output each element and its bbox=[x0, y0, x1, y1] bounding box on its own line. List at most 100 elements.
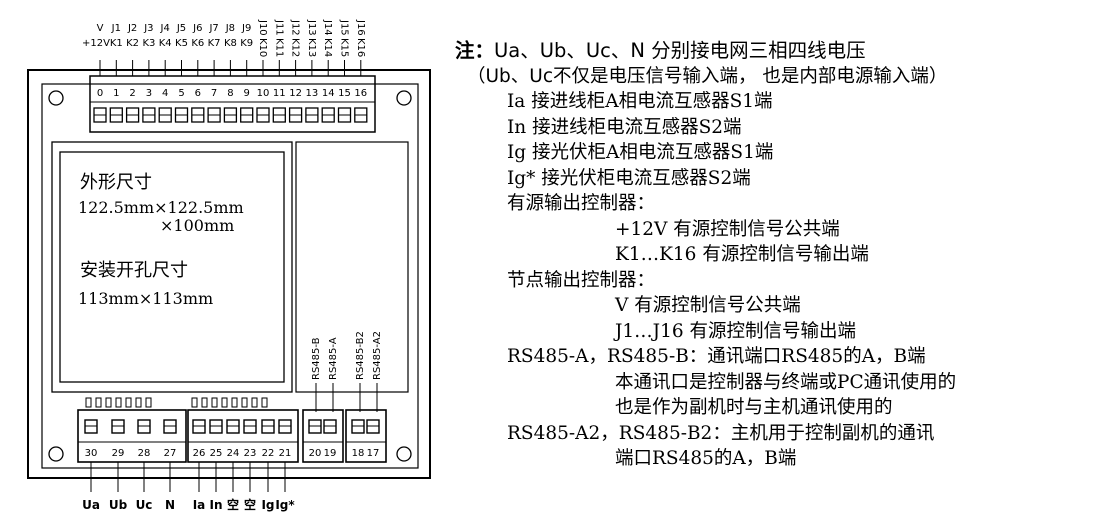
bottom-block-frame bbox=[345, 409, 387, 463]
ridge bbox=[135, 397, 142, 408]
bottom-label: In bbox=[209, 498, 222, 512]
terminal-number: 7 bbox=[211, 88, 217, 99]
top-label-j: J10 bbox=[257, 19, 268, 36]
ridge bbox=[201, 397, 208, 408]
notes-subtitle: （Ub、Uc不仅是电压信号输入端， 也是内部电源输入端） bbox=[467, 65, 948, 87]
terminal-number: 12 bbox=[289, 88, 302, 99]
ridge bbox=[95, 397, 102, 408]
terminal-number: 13 bbox=[306, 88, 319, 99]
terminal-number: 1 bbox=[113, 88, 119, 99]
terminal-number: 6 bbox=[195, 88, 201, 99]
bottom-label: Ig bbox=[261, 498, 274, 512]
top-label-j: J1 bbox=[111, 23, 121, 34]
box-dim2: ×100mm bbox=[160, 216, 234, 235]
top-label-j: J5 bbox=[176, 23, 186, 34]
note-line: K1…K16 有源控制信号输出端 bbox=[615, 244, 869, 265]
top-label-k: K11 bbox=[273, 38, 284, 57]
top-label-k: K3 bbox=[142, 38, 155, 49]
ridge bbox=[191, 397, 198, 408]
note-line: 也是作为副机时与主机通讯使用的 bbox=[615, 397, 893, 418]
top-label-k: K13 bbox=[306, 38, 317, 57]
ridge bbox=[231, 397, 238, 408]
top-label-j: J7 bbox=[208, 23, 218, 34]
note-line: V 有源控制信号公共端 bbox=[615, 295, 801, 316]
top-label-j: J9 bbox=[241, 23, 251, 34]
bottom-label: N bbox=[165, 498, 175, 512]
terminal-number: 26 bbox=[193, 448, 206, 459]
top-label-k: K8 bbox=[224, 38, 237, 49]
top-label-k: K16 bbox=[355, 38, 366, 57]
note-line: J1…J16 有源控制信号输出端 bbox=[615, 320, 857, 342]
top-label-k: K6 bbox=[191, 38, 204, 49]
bottom-label: 空 bbox=[244, 497, 256, 512]
bottom-label: Ub bbox=[109, 498, 128, 512]
top-label-j: J3 bbox=[143, 23, 153, 34]
terminal-number: 9 bbox=[244, 88, 250, 99]
top-label-k: K10 bbox=[257, 38, 268, 57]
top-label-k: K15 bbox=[339, 38, 350, 57]
ridge bbox=[85, 397, 92, 408]
note-line: 有源输出控制器： bbox=[507, 193, 656, 214]
ridge bbox=[115, 397, 122, 408]
outer-frame bbox=[27, 69, 431, 479]
top-label-k: K9 bbox=[240, 38, 253, 49]
rs485-label: RS485-A2 bbox=[372, 331, 383, 380]
ridge bbox=[105, 397, 112, 408]
terminal-number: 20 bbox=[309, 448, 322, 459]
top-label-j: J16 bbox=[355, 19, 366, 36]
terminal-number: 16 bbox=[354, 88, 367, 99]
top-label-j: J14 bbox=[322, 19, 333, 36]
terminal-number: 15 bbox=[338, 88, 351, 99]
terminal-number: 4 bbox=[162, 88, 168, 99]
box-title: 外形尺寸 bbox=[80, 172, 152, 193]
rs485-label: RS485-B bbox=[311, 337, 322, 380]
note-line: 本通讯口是控制器与终端或PC通讯使用的 bbox=[615, 371, 957, 393]
terminal-number: 14 bbox=[322, 88, 335, 99]
terminal-number: 18 bbox=[352, 448, 365, 459]
terminal-number: 10 bbox=[257, 88, 270, 99]
top-label-j: J4 bbox=[160, 23, 170, 34]
rs485-label: RS485-B2 bbox=[355, 331, 366, 380]
terminal-number: 19 bbox=[324, 448, 337, 459]
top-label-k: K2 bbox=[126, 38, 139, 49]
display-area bbox=[51, 141, 293, 393]
bottom-label: 空 bbox=[227, 497, 239, 512]
terminal-number: 21 bbox=[279, 448, 292, 459]
top-label-j: J12 bbox=[290, 19, 301, 36]
screw-hole bbox=[48, 446, 64, 462]
terminal-number: 2 bbox=[129, 88, 135, 99]
notes-title-text: Ua、Ub、Uc、N 分别接电网三相四线电压 bbox=[494, 39, 866, 62]
ridge bbox=[145, 397, 152, 408]
top-label-k: +12V bbox=[82, 38, 110, 49]
bottom-label: Ua bbox=[82, 498, 100, 512]
note-line: Ia 接进线柜A相电流互感器S1端 bbox=[507, 91, 773, 112]
terminal-number: 24 bbox=[227, 448, 240, 459]
terminal-number: 29 bbox=[112, 448, 125, 459]
bottom-block-frame bbox=[77, 409, 187, 463]
dimension-text: 外形尺寸 122.5mm×122.5mm ×100mm 安装开孔尺寸 113mm… bbox=[78, 172, 244, 308]
note-line: Ig* 接光伏柜电流互感器S2端 bbox=[507, 167, 751, 189]
note-line: 节点输出控制器： bbox=[507, 269, 656, 291]
top-label-j: J8 bbox=[225, 23, 235, 34]
top-label-j: J6 bbox=[192, 23, 202, 34]
ridge bbox=[125, 397, 132, 408]
terminal-number: 23 bbox=[244, 448, 257, 459]
note-line: +12V 有源控制信号公共端 bbox=[615, 218, 840, 240]
note-line: RS485-A2，RS485-B2：主机用于控制副机的通讯 bbox=[507, 422, 935, 444]
terminal-number: 8 bbox=[227, 88, 233, 99]
top-label-j: J11 bbox=[273, 19, 284, 36]
terminal-number: 25 bbox=[210, 448, 223, 459]
top-block-frame bbox=[89, 75, 376, 133]
terminal-number: 27 bbox=[164, 448, 177, 459]
box-dim1: 122.5mm×122.5mm bbox=[78, 198, 244, 217]
label-box bbox=[59, 151, 285, 383]
terminal-number: 22 bbox=[262, 448, 275, 459]
box-cut-title: 安装开孔尺寸 bbox=[80, 260, 188, 281]
screw-hole bbox=[396, 446, 412, 462]
top-label-k: K1 bbox=[110, 38, 123, 49]
ridge bbox=[211, 397, 218, 408]
ridge bbox=[251, 397, 258, 408]
